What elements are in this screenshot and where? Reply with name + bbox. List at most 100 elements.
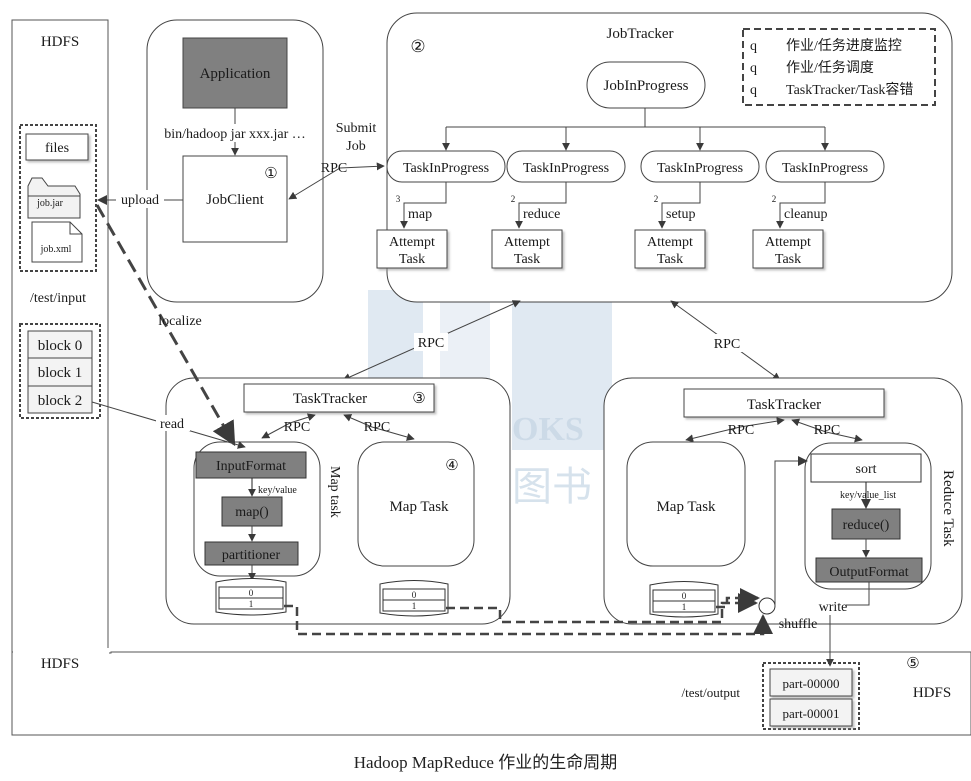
diagram-label: block 2 <box>38 393 83 409</box>
step-4-badge: ④ <box>445 458 458 474</box>
watermark: OKS 图书 <box>368 290 612 509</box>
submit-label-1: Submit <box>336 121 377 136</box>
output-format-box <box>815 557 923 583</box>
application-box <box>182 37 288 109</box>
jobtracker-node: ② JobTracker q 作业/任务进度监控 q 作业/任务调度 q Tas… <box>376 12 953 303</box>
upload-label: upload <box>121 193 159 208</box>
diagram-label: TaskTracker/Task容错 <box>786 81 913 98</box>
diagram-label: Attempt <box>389 235 435 250</box>
reduce-side-map-task <box>626 441 746 567</box>
diagram-label: Task <box>399 252 425 267</box>
xml-document-icon <box>31 221 83 263</box>
diagram-label: q <box>750 83 757 98</box>
diagram-label: OKS <box>512 411 584 448</box>
diagram-label: Map Task <box>389 499 449 515</box>
partition-buffer: 0 1 <box>649 581 719 618</box>
task-kind-label: map <box>408 207 432 222</box>
diagram-label: OutputFormat <box>829 565 908 580</box>
submit-label-2: Job <box>346 139 365 154</box>
diagram-label: RPC <box>364 420 390 435</box>
diagram-label: q <box>750 39 757 54</box>
figure-caption: Hadoop MapReduce 作业的生命周期 <box>353 753 618 772</box>
localize-arrow <box>95 204 236 447</box>
task-count: 2 <box>772 194 777 204</box>
partition-buffer: 0 1 <box>215 578 287 616</box>
command-label: bin/hadoop jar xxx.jar … <box>164 127 306 142</box>
task-kind-label: reduce <box>523 207 560 222</box>
diagram-label: Attempt <box>765 235 811 250</box>
map-rpc-arrow-b <box>343 414 415 441</box>
hdfs-left-title: HDFS <box>41 34 79 50</box>
diagram-label: 1 <box>682 602 687 612</box>
diagram-label: q <box>750 61 757 76</box>
diagram-label: Map Task <box>656 499 716 515</box>
files-label: files <box>45 141 69 156</box>
hdfs-bottom-title: HDFS <box>41 656 79 672</box>
part-00000 <box>769 668 853 697</box>
reduce-task-vertical-label: Reduce Task <box>940 470 956 547</box>
rpc-label-left: RPC <box>418 336 444 351</box>
kv-label: key/value <box>258 485 297 496</box>
client-node: Application bin/hadoop jar xxx.jar … ① J… <box>97 19 324 303</box>
part-00001 <box>769 698 853 727</box>
diagram-label: partitioner <box>222 548 281 563</box>
diagram-label: reduce() <box>843 518 890 533</box>
task-kind-label: setup <box>666 207 696 222</box>
input-format-box <box>195 451 307 479</box>
legend-item: q TaskTracker/Task容错 <box>750 81 913 98</box>
diagram-label: 0 <box>682 591 687 601</box>
kvlist-label: key/value_list <box>840 490 896 501</box>
sort-box <box>810 453 922 483</box>
partition-buffer: 0 1 <box>379 580 449 617</box>
diagram-label: 作业/任务调度 <box>786 60 874 76</box>
diagram-label: 0 <box>412 590 417 600</box>
attempt-task-box <box>634 229 706 269</box>
diagram-label: JobClient <box>206 192 264 208</box>
diagram-label: TaskTracker <box>747 397 821 413</box>
job-in-progress <box>586 61 706 109</box>
hdfs-bottom-right-title: HDFS <box>913 685 951 701</box>
diagram-label: 作业/任务进度监控 <box>786 38 902 54</box>
step-5-badge: ⑤ <box>906 656 919 672</box>
localize-label: localize <box>158 314 202 329</box>
map-task-vertical-label: Map task <box>327 466 342 518</box>
reduce-tasktracker-node: TaskTracker RPC RPC Map Task 0 1 sort ke… <box>603 377 963 625</box>
task-count: 3 <box>396 194 401 204</box>
submit-rpc-arrow <box>288 162 385 200</box>
diagram-label: 1 <box>412 601 417 611</box>
legend-item: q 作业/任务进度监控 <box>750 38 902 54</box>
diagram-label: Task <box>775 252 801 267</box>
map-tasktracker-box <box>243 383 435 413</box>
shuffle-merge-node <box>758 597 776 615</box>
reduce-rpc-arrow-b <box>791 418 863 443</box>
shuffle-label: shuffle <box>779 617 818 632</box>
jar-label: job.jar <box>36 198 63 209</box>
hdfs-bottom-panel: HDFS /test/output part-00000 part-00001 … <box>11 648 971 736</box>
map-tasktracker-node: TaskTracker ③ RPC RPC InputFormat key/va… <box>165 377 511 625</box>
output-path-label: /test/output <box>682 685 741 700</box>
responsibilities-legend <box>742 28 936 106</box>
diagram-label: Task <box>514 252 540 267</box>
attempt-task-box <box>752 229 824 269</box>
diagram-label: block 1 <box>38 365 83 381</box>
diagram-label: TaskInProgress <box>403 161 489 176</box>
diagram-label: RPC <box>728 423 754 438</box>
diagram-label: RPC <box>814 423 840 438</box>
step-3-badge: ③ <box>412 391 425 407</box>
diagram-label: 1 <box>249 599 254 609</box>
diagram-label: Attempt <box>647 235 693 250</box>
diagram-label: part-00000 <box>782 676 839 691</box>
step-1-badge: ① <box>264 166 277 182</box>
jobtracker-title: JobTracker <box>607 26 674 42</box>
diagram-label: TaskInProgress <box>657 161 743 176</box>
step-2-badge: ② <box>410 37 425 56</box>
diagram-label: Attempt <box>504 235 550 250</box>
jar-folder-icon <box>27 177 81 219</box>
diagram-label: 图书 <box>512 464 592 509</box>
diagram-label: 0 <box>249 588 254 598</box>
diagram-label: map() <box>235 505 269 520</box>
